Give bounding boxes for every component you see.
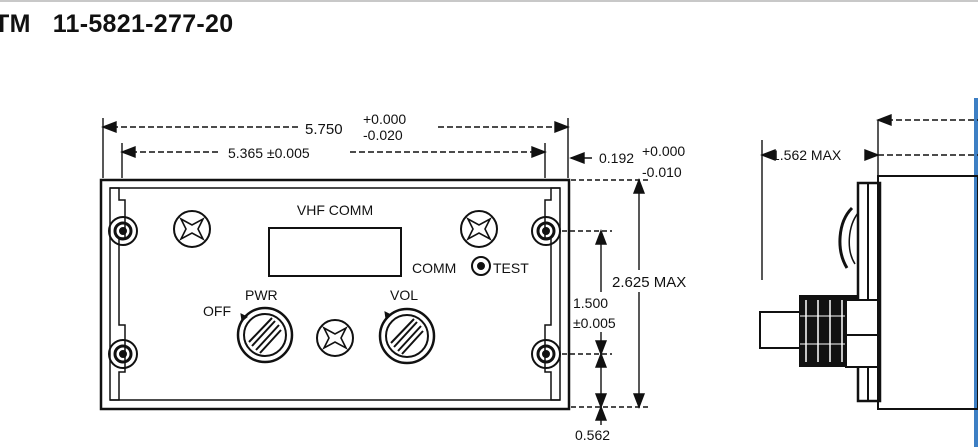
panel-outline — [99, 178, 571, 411]
frequency-display — [268, 227, 402, 277]
mount-screw-top-left-icon — [108, 216, 138, 246]
power-knob-icon[interactable] — [236, 306, 294, 364]
vol-label: VOL — [390, 287, 418, 303]
overall-width-dim: 5.750 — [305, 121, 343, 138]
side-view-drawing — [759, 175, 978, 410]
mount-screw-top-right-icon — [531, 216, 561, 246]
vertical-hole-tol: ±0.005 — [573, 315, 616, 331]
fastener-top-right-icon — [460, 210, 498, 248]
bottom-offset-dim: 0.562 — [575, 427, 610, 443]
vertical-hole-spacing-dim: 1.500 — [573, 295, 608, 311]
volume-knob-icon[interactable] — [378, 307, 436, 365]
edge-tol-minus: -0.010 — [642, 164, 682, 180]
panel-title: VHF COMM — [297, 202, 373, 218]
overall-tol-minus: -0.020 — [363, 127, 403, 143]
depth-dim: 1.562 MAX — [772, 147, 842, 163]
test-label: TEST — [493, 260, 529, 276]
edge-tol-plus: +0.000 — [642, 143, 685, 159]
pwr-label: PWR — [245, 287, 278, 303]
edge-offset-dim: 0.192 — [599, 150, 634, 166]
fastener-bottom-center-icon — [316, 319, 354, 357]
hole-spacing-dim: 5.365 ±0.005 — [228, 145, 310, 161]
tm-label: TM — [0, 10, 31, 38]
height-dim: 2.625 MAX — [612, 274, 686, 291]
comm-test-switch-icon[interactable] — [471, 256, 491, 276]
comm-label: COMM — [412, 260, 456, 276]
fastener-top-left-icon — [173, 210, 211, 248]
tm-number: 11-5821-277-20 — [52, 10, 234, 38]
page-header: TM 11-5821-277-20 — [0, 10, 233, 39]
mount-screw-bottom-left-icon — [108, 339, 138, 369]
off-label: OFF — [203, 303, 231, 319]
scrollbar-edge[interactable] — [974, 98, 978, 447]
mount-screw-bottom-right-icon — [531, 339, 561, 369]
overall-tol-plus: +0.000 — [363, 111, 406, 127]
window-top-border — [0, 0, 978, 2]
